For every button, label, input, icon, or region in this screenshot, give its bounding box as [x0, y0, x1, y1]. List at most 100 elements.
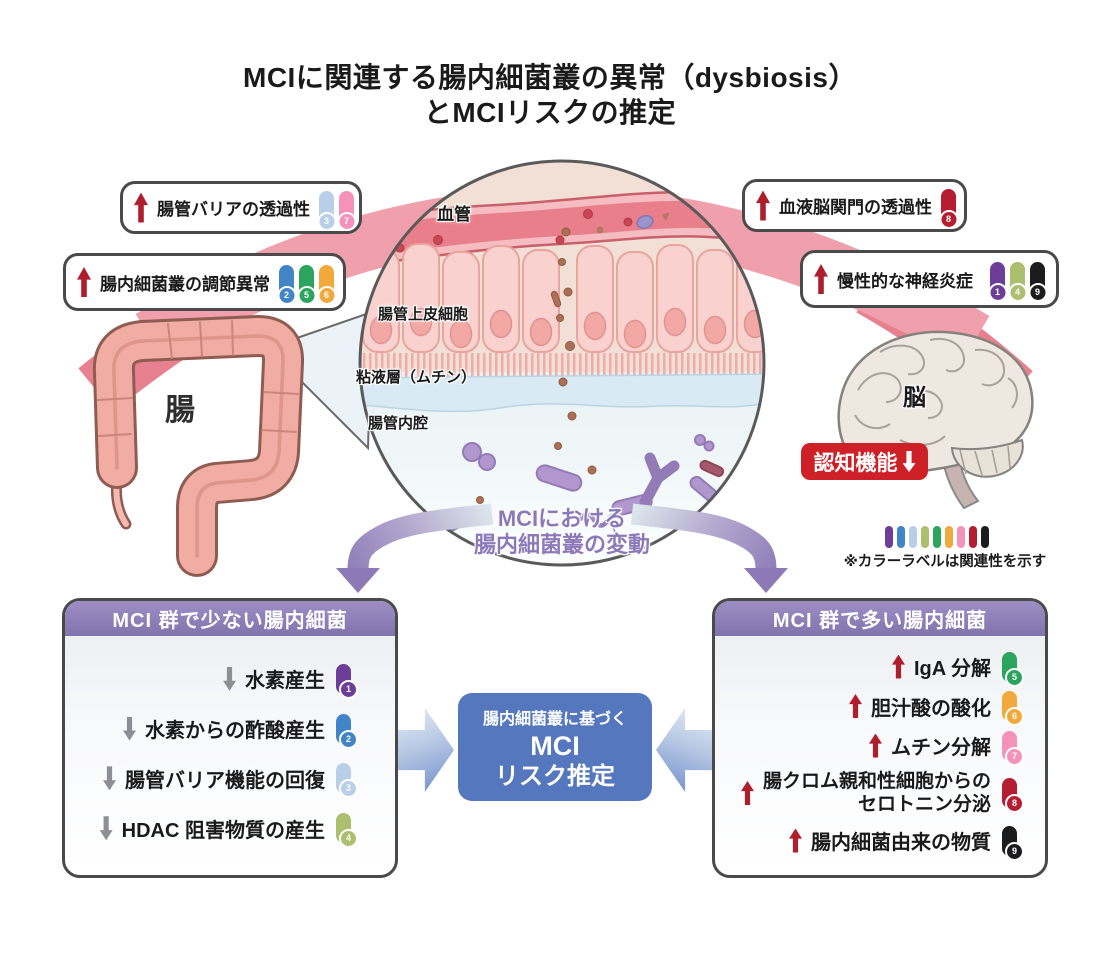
pill-number: 9	[1005, 841, 1024, 861]
increased-bacteria-box: MCI 群で多い腸内細菌 IgA 分解 5 胆汁酸の酸化 6 ムチン分解 7	[712, 598, 1048, 878]
decreased-bacteria-box: MCI 群で少ない腸内細菌 水素産生 1 水素からの酢酸産生 2 腸管バリア機能…	[62, 598, 398, 878]
item-label-line1: 腸クロム親和性細胞からの	[762, 771, 991, 792]
item-label: IgA 分解	[913, 658, 991, 680]
pill-number: 8	[1005, 794, 1024, 813]
translocating-particles	[476, 227, 597, 504]
relation-pill: 1	[988, 262, 1007, 302]
mucus-layer-band	[360, 373, 764, 413]
item-label: 腸管バリア機能の回復	[125, 769, 325, 792]
down-arrow-icon	[103, 766, 116, 791]
up-arrow-icon	[849, 694, 862, 718]
circle-outline	[358, 159, 766, 567]
title-line2: とMCIリスクの推定	[423, 97, 677, 128]
vessel-label: 血管	[437, 205, 471, 224]
callout-neuroinflammation: 慢性的な神経炎症 1 4 9	[800, 250, 1059, 308]
increased-box-header: MCI 群で多い腸内細菌	[715, 601, 1045, 636]
legend-swatch	[969, 526, 977, 548]
relation-pill: 4	[1008, 262, 1027, 302]
list-item: 水素産生 1	[75, 663, 358, 699]
up-arrow-icon	[740, 781, 754, 805]
pill-number: 5	[1005, 667, 1024, 687]
intestine-illustration	[92, 315, 304, 577]
item-label: 胆汁酸の酸化	[871, 697, 991, 720]
item-label: ムチン分解	[891, 737, 991, 759]
callout-dysbiosis: 腸内細菌叢の調節異常 2 5 6	[63, 253, 346, 311]
list-item: ムチン分解 7	[725, 730, 1024, 766]
pill-number: 4	[1008, 283, 1027, 302]
callout-label: 腸内細菌叢の調節異常	[100, 274, 270, 294]
up-arrow-icon	[756, 190, 770, 221]
page-title: MCIに関連する腸内細菌叢の異常（dysbiosis） とMCIリスクの推定	[0, 60, 1100, 130]
list-item: 腸クロム親和性細胞からの セロトニン分泌 8	[725, 770, 1024, 816]
pill-number: 1	[988, 283, 1007, 302]
decreased-box-header: MCI 群で少ない腸内細菌	[65, 601, 395, 636]
relation-pill: 7	[1002, 730, 1024, 766]
pill-number: 3	[317, 211, 336, 231]
circle-caption: MCIにおける 腸内細菌叢の変動	[432, 506, 692, 558]
pill-number: 5	[297, 286, 316, 305]
callout-label: 腸管バリアの透過性	[157, 200, 310, 219]
pill-number: 1	[339, 679, 358, 699]
decreased-box-rows: 水素産生 1 水素からの酢酸産生 2 腸管バリア機能の回復 3 HDAC 阻害物…	[65, 636, 395, 875]
pill-number: 4	[339, 829, 358, 849]
pill-number: 6	[1005, 707, 1024, 726]
lumen-label: 腸管内腔	[368, 415, 429, 432]
callout-label: 慢性的な神経炎症	[837, 271, 973, 291]
down-arrow-icon	[123, 716, 136, 741]
color-legend	[885, 526, 989, 548]
down-arrow-icon	[99, 816, 113, 841]
risk-box-title: MCI	[530, 730, 580, 761]
legend-swatch	[897, 526, 905, 548]
increased-box-rows: IgA 分解 5 胆汁酸の酸化 6 ムチン分解 7 腸クロム親和性細胞からの	[715, 636, 1045, 875]
pill-number: 6	[317, 286, 336, 305]
item-label: 水素からの酢酸産生	[145, 720, 325, 743]
pill-group: 3 7	[317, 190, 356, 231]
relation-pill: 9	[1002, 825, 1024, 861]
relation-pill: 8	[939, 188, 958, 229]
relation-pill: 1	[336, 663, 358, 699]
up-arrow-icon	[134, 192, 148, 223]
pill-number: 7	[337, 211, 356, 231]
item-label-line2: セロトニン分泌	[857, 794, 991, 815]
item-label: 腸内細菌由来の物質	[811, 832, 991, 854]
pill-group: 2 5 6	[277, 265, 336, 305]
up-arrow-icon	[869, 733, 882, 758]
circle-caption-line1: MCIにおける	[497, 506, 627, 531]
list-item: 水素からの酢酸産生 2	[75, 713, 358, 749]
pill-group: 8	[939, 188, 958, 229]
legend-swatch	[957, 526, 965, 548]
legend-swatch	[945, 526, 953, 548]
risk-box-subtitle: 腸内細菌叢に基づく	[482, 710, 627, 728]
relation-pill: 5	[1002, 651, 1024, 687]
pill-number: 7	[1005, 746, 1024, 766]
down-arrow-icon	[902, 451, 916, 472]
relation-pill: 9	[1028, 262, 1047, 302]
up-arrow-icon	[77, 267, 91, 297]
cognition-badge: 認知機能	[801, 443, 928, 480]
relation-pill: 7	[337, 190, 356, 231]
up-arrow-icon	[789, 828, 802, 853]
risk-estimation-box: 腸内細菌叢に基づく MCI リスク推定	[458, 693, 652, 801]
up-arrow-icon	[891, 654, 905, 679]
pill-number: 2	[277, 286, 296, 305]
callout-bbb: 血液脳関門の透過性 8	[742, 179, 967, 232]
legend-swatch	[921, 526, 929, 548]
relation-pill: 4	[336, 813, 358, 849]
flow-arrow-left	[336, 503, 494, 593]
callout-label: 血液脳関門の透過性	[779, 198, 932, 217]
flow-arrow-right	[630, 503, 788, 593]
relation-pill: 2	[277, 265, 296, 305]
epithelium-label: 腸管上皮細胞	[378, 306, 469, 323]
brain-label: 脳	[903, 384, 926, 410]
legend-swatch	[933, 526, 941, 548]
title-line1: MCIに関連する腸内細菌叢の異常（dysbiosis）	[243, 62, 857, 93]
item-label: 腸クロム親和性細胞からの セロトニン分泌	[763, 770, 991, 816]
cognition-label: 認知機能	[813, 451, 898, 475]
cell-nuclei	[369, 307, 764, 349]
risk-box-title2: リスク推定	[495, 762, 615, 790]
relation-pill: 6	[317, 265, 336, 305]
relation-pill: 3	[317, 190, 336, 231]
mucus-label: 粘液層（ムチン）	[356, 369, 477, 386]
circle-caption-line2: 腸内細菌叢の変動	[473, 532, 650, 557]
